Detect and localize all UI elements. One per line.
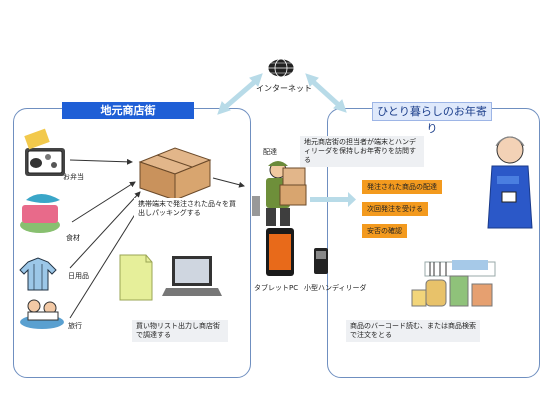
action-delivery: 発注された商品の配達 <box>362 180 442 194</box>
internet-link-left-arrow <box>217 73 263 115</box>
daily-goods-icon <box>19 257 57 291</box>
action-next-order: 次回発注を受ける <box>362 202 428 216</box>
handy-reader-icon <box>314 248 328 274</box>
internet-label: インターネット <box>256 84 312 93</box>
handy-reader-label: 小型ハンディリーダ <box>304 284 367 292</box>
list-note: 買い物リスト出力し商店街で調達する <box>132 320 228 342</box>
order-note: 商品のバーコード読む、または商品検索で注文をとる <box>346 320 480 342</box>
foodstuff-icon <box>20 194 60 233</box>
elderly-title: ひとり暮らしのお年寄り <box>372 102 492 135</box>
food-to-box-arrow <box>71 181 136 223</box>
travel-icon <box>20 299 64 329</box>
tablet-pc-icon <box>266 228 294 276</box>
bento-to-box-arrow <box>69 158 133 165</box>
laptop-icon <box>162 256 222 296</box>
action-safety-check: 安否の確認 <box>362 224 407 238</box>
packing-note: 携帯端末で発注された品々を買出しパッキングする <box>134 198 240 220</box>
internet-link-right-arrow <box>305 73 347 113</box>
delivery-to-elderly-arrow <box>310 192 356 207</box>
daily-goods-label: 日用品 <box>68 272 89 280</box>
tablet-pc-label: タブレットPC <box>254 284 299 292</box>
local-shopping-street-title: 地元商店街 <box>62 102 194 119</box>
visit-note: 地元商店街の担当者が端末とハンディリーダを保持しお年寄りを訪問する <box>300 136 424 167</box>
travel-label: 旅行 <box>68 322 82 330</box>
bento-icon <box>24 128 65 176</box>
document-icon <box>119 254 153 301</box>
goods-to-box-arrow <box>69 191 141 269</box>
products-icon <box>411 260 496 307</box>
delivery-person-icon <box>252 161 307 226</box>
delivery-label: 配達 <box>263 148 277 156</box>
foodstuff-label: 食材 <box>66 234 80 242</box>
package-box-icon <box>138 147 212 201</box>
globe-icon <box>267 58 295 78</box>
elderly-person-icon <box>487 136 533 229</box>
box-to-delivery-arrow <box>212 177 245 188</box>
bento-label: お弁当 <box>63 173 84 181</box>
travel-to-box-arrow <box>69 199 145 319</box>
